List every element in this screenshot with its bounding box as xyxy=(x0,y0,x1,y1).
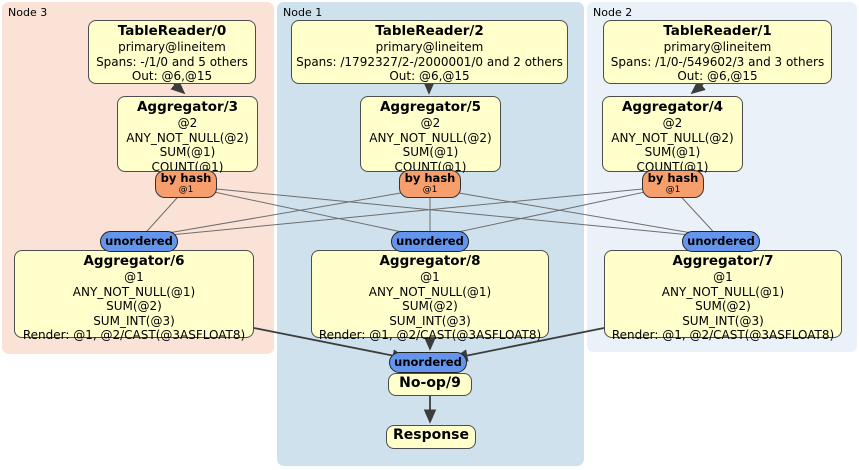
box-line: ANY_NOT_NULL(@1) xyxy=(368,284,492,299)
box-line: SUM(@2) xyxy=(402,299,458,313)
by-hash-router: by hash @1 xyxy=(155,170,217,198)
box-title: Aggregator/5 xyxy=(379,99,482,115)
by-hash-detail: @1 xyxy=(665,185,681,195)
box-title: TableReader/2 xyxy=(375,23,484,39)
box-line: Out: @6,@15 xyxy=(677,69,758,83)
box-line: ANY_NOT_NULL(@2) xyxy=(369,130,492,145)
box-line: @2 xyxy=(662,116,683,130)
box-title: TableReader/0 xyxy=(117,23,227,39)
box-line: Spans: /1/0-/549602/3 and 3 others xyxy=(610,54,825,69)
box-title: Aggregator/6 xyxy=(83,253,185,269)
box-line: SUM_INT(@3) xyxy=(93,313,175,328)
box-line: @1 xyxy=(420,270,440,284)
box-line: Render: @1, @2/CAST(@3ASFLOAT8) xyxy=(611,328,835,342)
by-hash-label: by hash xyxy=(404,171,456,185)
box-title: No-op/9 xyxy=(399,375,461,391)
by-hash-detail: @1 xyxy=(422,185,438,195)
box-line: Out: @6,@15 xyxy=(389,69,470,83)
box-line: SUM(@2) xyxy=(695,299,751,313)
box-line: @2 xyxy=(177,116,198,130)
box-title: Aggregator/3 xyxy=(136,99,239,115)
box-line: SUM(@1) xyxy=(159,145,216,159)
box-line: Spans: /1792327/2-/2000001/0 and 2 other… xyxy=(296,54,563,69)
unordered-sync: unordered xyxy=(100,231,178,252)
box-line: Spans: -/1/0 and 5 others xyxy=(96,54,248,69)
box-line: Render: @1, @2/CAST(@3ASFLOAT8) xyxy=(22,328,246,342)
unordered-sync: unordered xyxy=(682,231,760,252)
box-title: Aggregator/7 xyxy=(672,253,774,269)
box-line: @1 xyxy=(124,270,144,284)
node1-label: Node 1 xyxy=(283,6,323,19)
box-line: ANY_NOT_NULL(@1) xyxy=(661,284,785,299)
flow-arrows xyxy=(170,79,706,424)
box-title: TableReader/1 xyxy=(663,23,772,39)
unordered-sync: unordered xyxy=(391,231,469,252)
box-line: primary@lineitem xyxy=(118,40,226,54)
by-hash-label: by hash xyxy=(160,171,212,185)
box-title: Aggregator/8 xyxy=(379,253,481,269)
node3-label: Node 3 xyxy=(8,6,48,19)
box-title: Aggregator/4 xyxy=(621,99,724,115)
box-line: @2 xyxy=(420,116,441,130)
node2-label: Node 2 xyxy=(593,6,633,19)
box-line: SUM_INT(@3) xyxy=(682,313,764,328)
response-box: Response xyxy=(386,425,476,449)
noop-9-box: No-op/9 xyxy=(388,373,472,396)
box-line: ANY_NOT_NULL(@2) xyxy=(611,130,734,145)
box-line: SUM(@1) xyxy=(402,145,459,159)
box-line: primary@lineitem xyxy=(663,40,772,54)
box-line: SUM(@2) xyxy=(106,299,162,313)
box-line: Render: @1, @2/CAST(@3ASFLOAT8) xyxy=(318,328,542,342)
box-title: Response xyxy=(392,427,470,443)
by-hash-router: by hash @1 xyxy=(399,170,461,198)
box-line: SUM_INT(@3) xyxy=(389,313,471,328)
unordered-sync: unordered xyxy=(389,352,467,373)
box-line: @1 xyxy=(713,270,733,284)
box-line: SUM(@1) xyxy=(644,145,701,159)
by-hash-label: by hash xyxy=(647,171,699,185)
box-line: Out: @6,@15 xyxy=(131,69,213,83)
by-hash-router: by hash @1 xyxy=(642,170,704,198)
by-hash-detail: @1 xyxy=(178,185,194,195)
box-line: primary@lineitem xyxy=(375,40,484,54)
box-line: ANY_NOT_NULL(@1) xyxy=(72,284,196,299)
box-line: ANY_NOT_NULL(@2) xyxy=(126,130,249,145)
